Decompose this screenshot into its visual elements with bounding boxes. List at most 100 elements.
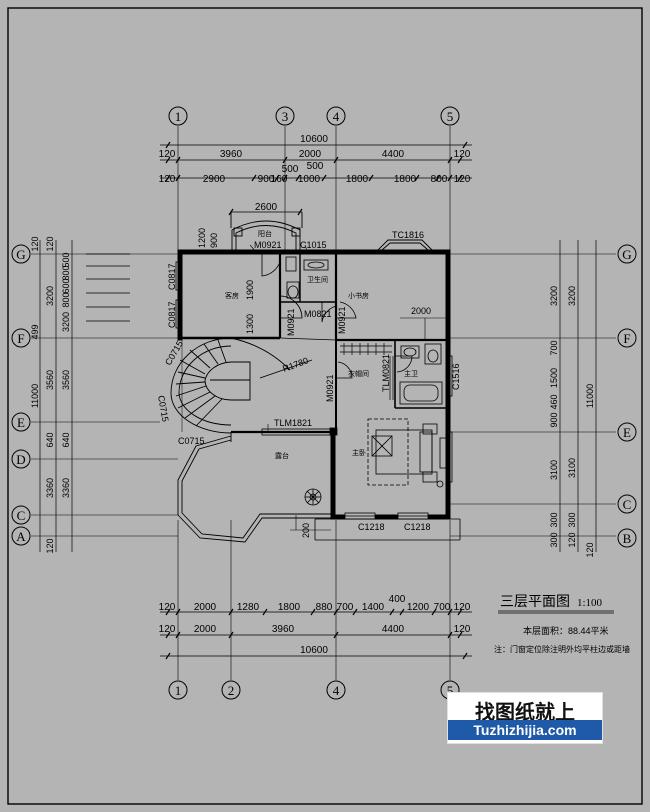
svg-text:G: G — [16, 247, 25, 262]
svg-text:3100: 3100 — [549, 460, 559, 480]
svg-text:3100: 3100 — [567, 458, 577, 478]
room-label-study: 小书房 — [348, 291, 369, 300]
opening-label: M0821 — [304, 309, 332, 319]
svg-text:160: 160 — [271, 174, 288, 185]
axis-bubble-bottom-1: 1 — [168, 680, 188, 700]
svg-text:1200: 1200 — [197, 228, 207, 248]
opening-label: C0715 — [178, 436, 205, 446]
svg-text:1800: 1800 — [394, 174, 417, 185]
room-label-terrace: 露台 — [275, 451, 289, 460]
svg-text:4400: 4400 — [382, 624, 405, 635]
svg-text:E: E — [623, 425, 631, 440]
opening-labels: M0921 C1015 TC1816 C0817 C0817 M0921 M08… — [156, 230, 461, 532]
drawing-frame — [7, 7, 643, 805]
svg-text:1900: 1900 — [245, 280, 255, 300]
svg-text:4: 4 — [333, 683, 340, 698]
svg-text:10600: 10600 — [300, 645, 328, 656]
svg-text:700: 700 — [434, 602, 451, 613]
watermark-banner: 找图纸就上 Tuzhizhijia.com — [447, 692, 603, 744]
svg-text:2000: 2000 — [194, 624, 217, 635]
svg-text:800: 800 — [61, 292, 71, 307]
svg-text:120: 120 — [567, 532, 577, 547]
dim-text-top: 10600 120 3960 2000 4400 120 500 120 290… — [159, 134, 471, 213]
axis-bubble-top-1: 1 — [168, 106, 188, 126]
svg-text:10600: 10600 — [300, 134, 328, 145]
master-bed-fixtures — [367, 418, 447, 488]
room-label-toilet: 卫生间 — [307, 275, 328, 284]
svg-text:A: A — [16, 529, 26, 544]
svg-text:C: C — [623, 497, 632, 512]
svg-text:3360: 3360 — [45, 478, 55, 498]
svg-text:300: 300 — [549, 532, 559, 547]
dim-text-bottom: 120 2000 1280 1800 880 700 1400 400 1200… — [159, 594, 471, 656]
dim-text-right: 3200 3100 3200 700 1500 460 900 3100 300… — [549, 286, 595, 558]
svg-text:1200: 1200 — [407, 602, 430, 613]
axis-bubble-right-F: F — [617, 328, 637, 348]
svg-text:2: 2 — [228, 683, 235, 698]
floor-area: 本层面积：88.44平米 — [523, 625, 609, 636]
svg-text:G: G — [622, 247, 631, 262]
dim-lines-top — [160, 141, 472, 216]
svg-text:900: 900 — [549, 412, 559, 427]
opening-label: C1218 — [404, 522, 431, 532]
svg-text:11000: 11000 — [30, 384, 40, 408]
svg-text:120: 120 — [159, 602, 176, 613]
axis-bubble-bottom-4: 4 — [326, 680, 346, 700]
svg-text:1800: 1800 — [278, 602, 301, 613]
opening-label: C0715 — [163, 339, 185, 367]
room-labels: 阳台 客房 卫生间 小书房 衣帽间 主卫 主卧 露台 — [225, 229, 418, 460]
svg-text:700: 700 — [549, 340, 559, 355]
svg-text:3: 3 — [282, 109, 289, 124]
svg-text:3200: 3200 — [549, 286, 559, 306]
svg-text:E: E — [17, 415, 25, 430]
watermark-url: Tuzhizhijia.com — [448, 720, 602, 740]
opening-label: C0817 — [167, 263, 177, 290]
svg-text:600: 600 — [61, 278, 71, 293]
opening-label: TLM0821 — [381, 354, 391, 392]
windows-bottom — [314, 512, 461, 541]
opening-label: TLM1821 — [274, 418, 312, 428]
svg-text:3200: 3200 — [567, 286, 577, 306]
sliding-door — [261, 427, 338, 436]
axis-bubble-left-A: A — [11, 526, 31, 546]
svg-text:1280: 1280 — [237, 602, 260, 613]
opening-label: C1516 — [451, 363, 461, 390]
svg-text:120: 120 — [585, 542, 595, 557]
svg-text:2000: 2000 — [411, 306, 431, 316]
svg-text:800: 800 — [431, 174, 448, 185]
svg-text:5: 5 — [447, 683, 454, 698]
svg-text:500: 500 — [282, 164, 299, 175]
svg-text:11000: 11000 — [585, 384, 595, 408]
svg-text:1400: 1400 — [362, 602, 385, 613]
svg-text:120: 120 — [159, 149, 176, 160]
svg-text:500: 500 — [61, 252, 71, 267]
svg-text:300: 300 — [567, 512, 577, 527]
axis-bubble-left-F: F — [11, 328, 31, 348]
svg-text:3360: 3360 — [61, 478, 71, 498]
room-label-closet: 衣帽间 — [348, 369, 369, 378]
spiral-staircase — [170, 337, 313, 434]
svg-text:F: F — [17, 331, 24, 346]
svg-text:1: 1 — [175, 109, 182, 124]
svg-text:120: 120 — [159, 624, 176, 635]
axis-bubble-left-G: G — [11, 244, 31, 264]
opening-label: M0921 — [254, 240, 282, 250]
opening-label: M0921 — [286, 308, 296, 336]
bay-window — [377, 239, 433, 251]
svg-text:C: C — [17, 508, 26, 523]
svg-text:120: 120 — [30, 236, 40, 251]
svg-text:1: 1 — [175, 683, 182, 698]
drawing-title: 三层平面图 — [500, 595, 570, 610]
axis-bubble-left-E: E — [11, 412, 31, 432]
svg-text:200: 200 — [301, 523, 311, 538]
svg-text:D: D — [16, 452, 25, 467]
dim-lines-bottom — [160, 608, 472, 660]
svg-text:2000: 2000 — [194, 602, 217, 613]
svg-text:1800: 1800 — [346, 174, 369, 185]
axis-bubble-right-E: E — [617, 422, 637, 442]
svg-text:120: 120 — [159, 174, 176, 185]
svg-text:1500: 1500 — [549, 368, 559, 388]
svg-text:800: 800 — [61, 265, 71, 280]
axis-bubble-bottom-2: 2 — [221, 680, 241, 700]
